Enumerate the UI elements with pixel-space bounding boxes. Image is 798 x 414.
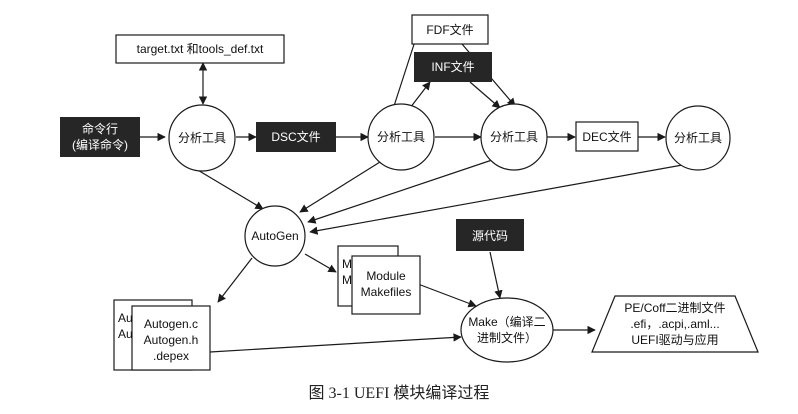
module-makefiles-node: Mo Ma Module Makefiles [337,245,421,315]
edge-modfiles-make [417,283,477,308]
module-makefiles-line-1: Module [366,269,406,283]
analysis-tool-1-label: 分析工具 [178,131,226,145]
edge-tool1-autogen [195,168,264,210]
analysis-tool-4: 分析工具 [665,105,731,171]
figure-caption: 图 3-1 UEFI 模块编译过程 [309,384,490,402]
autogen-files-node: Au Au Autogen.c Autogen.h .depex [113,299,211,371]
edge-tool2-autogen [299,161,381,213]
inf-file-node: INF文件 [414,52,492,82]
inf-file-label: INF文件 [431,59,474,74]
command-line-node: 命令行 (编译命令) [60,117,140,157]
autogen-node: AutoGen [244,205,306,267]
edge-tool2-inf [409,81,431,109]
edge-tool3-autogen [307,157,499,224]
output-line-2: .efi，.acpi,.aml... [630,317,719,331]
dsc-file-node: DSC文件 [256,122,336,152]
source-code-node: 源代码 [456,219,524,251]
analysis-tool-4-label: 分析工具 [674,131,722,145]
fdf-file-label: FDF文件 [426,22,473,37]
edge-autogen-modfiles [304,253,337,273]
dec-file-label: DEC文件 [582,129,631,144]
autogen-files-line-2: Autogen.h [144,333,199,347]
make-line-2: 进制文件） [477,330,537,345]
edge-source-make [489,251,503,299]
autogen-files-line-3: .depex [153,349,189,363]
output-line-3: UEFI驱动与应用 [631,332,718,347]
module-makefiles-line-2: Makefiles [361,285,412,299]
command-line-label: 命令行 [82,121,118,136]
edge-inf-tool3 [469,81,501,109]
make-node: Make（编译二 进制文件） [460,297,554,363]
analysis-tool-3: 分析工具 [480,103,548,171]
dsc-file-label: DSC文件 [271,129,320,144]
make-line-1: Make（编译二 [468,314,545,329]
analysis-tool-2-label: 分析工具 [377,130,425,144]
edge-tool4-autogen [309,163,689,235]
target-config-node: target.txt 和tools_def.txt [115,34,285,64]
analysis-tool-1: 分析工具 [168,104,236,172]
edge-autofiles-make [209,333,462,353]
output-line-1: PE/Coff二进制文件 [624,300,725,315]
command-line-sublabel: (编译命令) [72,137,128,152]
analysis-tool-2: 分析工具 [367,103,435,171]
autogen-label: AutoGen [251,229,298,243]
dec-file-node: DEC文件 [575,121,639,152]
target-config-label: target.txt 和tools_def.txt [137,42,264,56]
autogen-files-back-line-2: Au [118,327,133,341]
source-code-label: 源代码 [472,229,508,243]
output-binaries-node: PE/Coff二进制文件 .efi，.acpi,.aml... UEFI驱动与应… [591,295,759,353]
edge-autogen-autofiles [217,257,253,303]
autogen-files-line-1: Autogen.c [144,317,198,331]
autogen-files-back-line-1: Au [118,311,133,325]
fdf-file-node: FDF文件 [411,14,489,45]
analysis-tool-3-label: 分析工具 [490,130,538,144]
